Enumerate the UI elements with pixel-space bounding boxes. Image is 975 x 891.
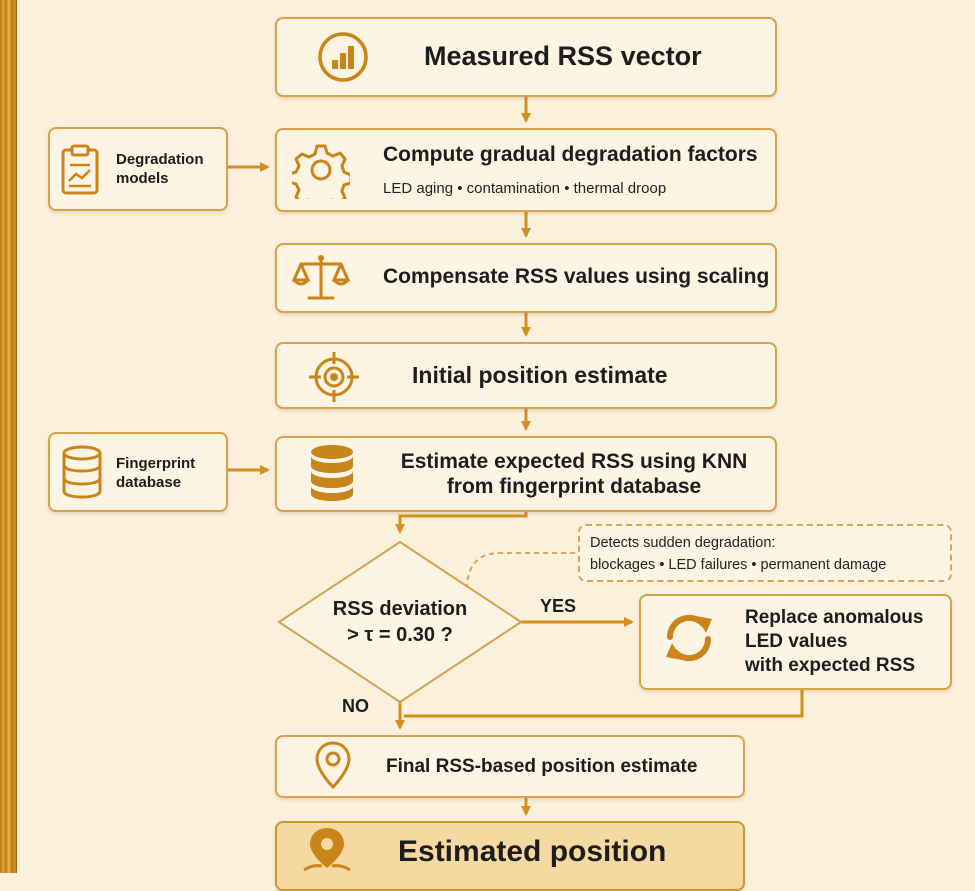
initial-position-title: Initial position estimate: [412, 362, 668, 388]
decision-line1: RSS deviation: [332, 598, 468, 620]
final-estimate-title: Final RSS-based position estimate: [386, 756, 698, 777]
database-icon: [311, 445, 353, 501]
decision-text: RSS deviation > τ = 0.30 ?: [320, 596, 480, 648]
knn-estimate-line1: Estimate expected RSS using KNN: [400, 450, 748, 473]
knn-estimate-box: [275, 436, 777, 512]
degradation-factors-title: Compute gradual degradation factors: [383, 143, 758, 166]
replace-anomalous-text: Replace anomalous LED values with expect…: [745, 606, 923, 678]
arrow-knn-to-decision: [395, 512, 528, 534]
replace-line2: LED values: [745, 631, 848, 652]
compensate-rss-title: Compensate RSS values using scaling: [383, 265, 770, 288]
degradation-models-line1: Degradation: [116, 151, 204, 168]
sudden-degradation-annotation: Detects sudden degradation: blockages • …: [578, 524, 952, 582]
measured-rss-title: Measured RSS vector: [424, 41, 702, 71]
annotation-line2: blockages • LED failures • permanent dam…: [590, 557, 887, 573]
balance-scale-icon: [291, 255, 351, 300]
map-pin-icon: [303, 828, 351, 872]
no-branch-label: NO: [342, 696, 369, 716]
degradation-factors-box: [275, 128, 777, 212]
degradation-models-line2: models: [116, 170, 169, 187]
degradation-factors-subtitle: LED aging • contamination • thermal droo…: [383, 180, 667, 197]
crosshair-target-icon: [309, 352, 359, 402]
final-estimate-box: [275, 735, 745, 798]
fingerprint-database-label: Fingerprint database: [116, 454, 195, 492]
knn-estimate-line2: from fingerprint database: [446, 475, 702, 498]
measured-rss-box: [275, 17, 777, 97]
replace-anomalous-box: [639, 594, 952, 690]
knn-estimate-text: Estimate expected RSS using KNN from fin…: [378, 449, 770, 499]
degradation-models-label: Degradation models: [116, 150, 204, 188]
decision-line2: > τ = 0.30 ?: [347, 624, 453, 646]
annotation-leader-line: [465, 552, 578, 599]
initial-position-box: [275, 342, 777, 409]
annotation-line1: Detects sudden degradation:: [590, 535, 776, 551]
replace-line3: with expected RSS: [745, 655, 915, 676]
bar-chart-icon: [318, 32, 368, 82]
fingerprint-database-line2: database: [116, 474, 182, 491]
connector-replace-return: [404, 690, 804, 718]
yes-branch-label: YES: [540, 596, 577, 616]
compensate-rss-box: [275, 243, 777, 313]
left-decorative-border: [0, 0, 17, 873]
location-pin-icon: [315, 741, 351, 790]
clipboard-chart-icon: [61, 144, 99, 195]
refresh-icon: [666, 614, 712, 662]
database-outline-icon: [62, 445, 102, 499]
fingerprint-database-line1: Fingerprint: [116, 455, 196, 472]
replace-line1: Replace anomalous: [745, 607, 924, 628]
estimated-position-title: Estimated position: [398, 835, 667, 868]
degradation-models-box: [48, 127, 228, 211]
gear-icon: [292, 144, 350, 199]
